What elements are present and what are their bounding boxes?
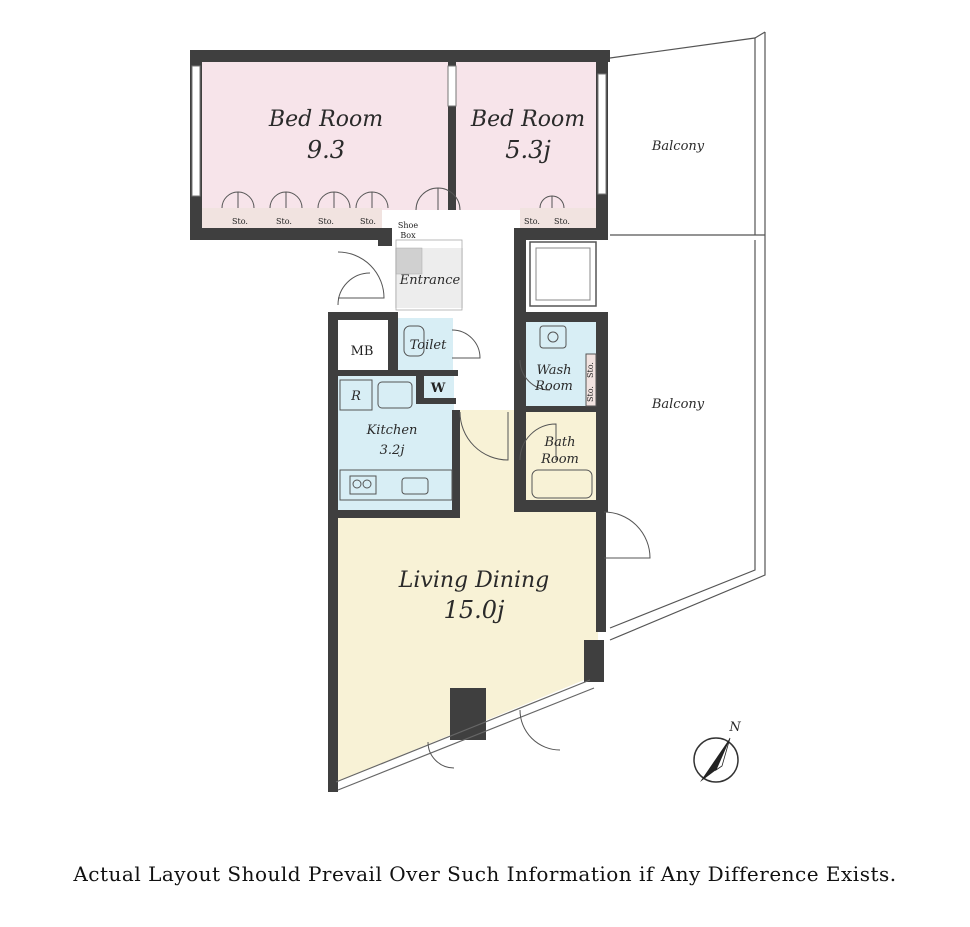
- bedroom-1-size: 9.3: [307, 136, 345, 164]
- entrance-tile: [395, 247, 423, 275]
- mb-label: MB: [351, 344, 374, 359]
- storage-label: Sto.: [276, 217, 292, 226]
- storage-label: Sto.: [524, 217, 540, 226]
- compass-label: N: [728, 720, 741, 735]
- toilet-label: Toilet: [410, 338, 447, 353]
- entrance-label: Entrance: [399, 273, 461, 288]
- storage-label: Sto.: [554, 217, 570, 226]
- living-name: Living Dining: [398, 568, 550, 593]
- balcony-area: [609, 31, 766, 641]
- bedroom-2-size: 5.3j: [505, 136, 551, 164]
- unit-box: [529, 241, 597, 307]
- storage-label: Sto.: [586, 386, 595, 402]
- storage-strip-left: [200, 208, 382, 230]
- bath-room-label-1: Bath: [544, 435, 576, 450]
- doors: [337, 251, 651, 769]
- corridor-outline: [395, 239, 463, 311]
- shoe-box-label-2: Box: [400, 231, 416, 240]
- bedroom-windows: [191, 65, 607, 197]
- kitchen-fixtures: [339, 379, 453, 501]
- washer-label: W: [430, 381, 446, 396]
- living-windows: [335, 679, 595, 791]
- bedroom-1-name: Bed Room: [268, 107, 383, 132]
- kitchen-name: Kitchen: [366, 423, 418, 438]
- fridge-label: R: [350, 389, 361, 404]
- wash-room-label-1: Wash: [536, 363, 571, 378]
- bath-room-label-2: Room: [540, 452, 579, 467]
- north-compass-icon: N: [693, 720, 741, 783]
- balcony-top-label: Balcony: [651, 139, 705, 154]
- storage-labels: Sto. Sto. Sto. Sto. Sto. Sto. Sto. Sto. …: [232, 217, 595, 402]
- disclaimer-text: Actual Layout Should Prevail Over Such I…: [73, 862, 897, 886]
- closet-doors: [221, 187, 565, 211]
- storage-label: Sto.: [318, 217, 334, 226]
- bedroom-1-floor: [200, 60, 448, 210]
- bedroom-2-name: Bed Room: [470, 107, 585, 132]
- unit-box-inner: [535, 247, 591, 301]
- wash-room-floor: [526, 322, 596, 410]
- washer-floor: [422, 372, 454, 400]
- balcony-right-label: Balcony: [651, 397, 705, 412]
- storage-label: Sto.: [232, 217, 248, 226]
- storage-label: Sto.: [360, 217, 376, 226]
- storage-strip-right: [520, 208, 598, 230]
- floor-plan: Bed Room 9.3 Bed Room 5.3j Balcony Balco…: [190, 31, 766, 792]
- shoe-box-label-1: Shoe: [398, 221, 418, 230]
- bedroom-2-floor: [456, 60, 598, 210]
- living-size: 15.0j: [444, 596, 505, 624]
- wash-room-label-2: Room: [534, 379, 573, 394]
- bath-fixtures: [403, 325, 597, 499]
- kitchen-size: 3.2j: [380, 443, 405, 458]
- storage-label: Sto.: [586, 362, 595, 378]
